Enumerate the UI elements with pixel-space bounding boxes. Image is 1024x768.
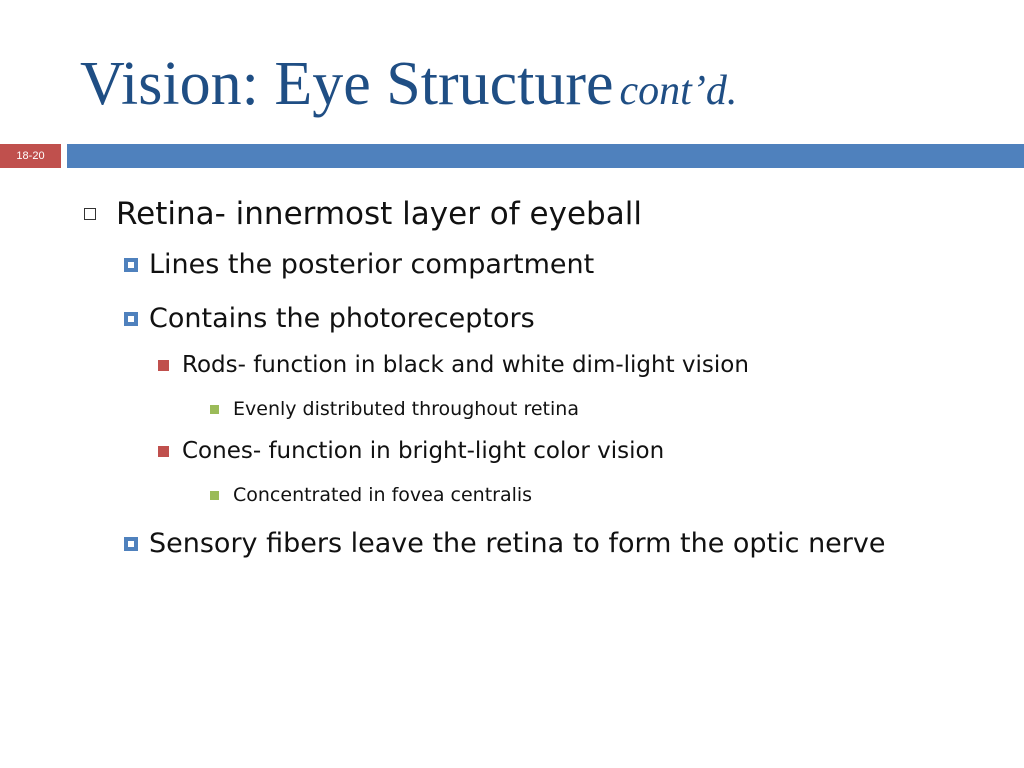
red-square-bullet-icon — [158, 359, 169, 371]
bullet-item-photoreceptors: Contains the photoreceptors — [124, 303, 535, 334]
bullet-item-rods: Rods- function in black and white dim-li… — [158, 352, 749, 378]
bullet-text: Sensory fibers leave the retina to form … — [149, 528, 886, 559]
bullet-text: Contains the photoreceptors — [149, 303, 535, 334]
green-square-bullet-icon — [210, 404, 219, 414]
blue-square-bullet-icon — [124, 257, 138, 272]
green-square-bullet-icon — [210, 490, 219, 500]
red-square-bullet-icon — [158, 445, 169, 457]
bullet-item-optic-nerve: Sensory fibers leave the retina to form … — [124, 528, 886, 559]
bullet-item-fovea: Concentrated in fovea centralis — [210, 484, 532, 506]
bullet-text: Cones- function in bright-light color vi… — [182, 438, 665, 464]
bullet-text: Rods- function in black and white dim-li… — [182, 352, 749, 378]
hollow-square-bullet-icon — [84, 208, 96, 220]
bullet-item-retina: Retina- innermost layer of eyeball — [84, 196, 642, 232]
bullet-text: Retina- innermost layer of eyeball — [116, 196, 642, 232]
slide-number-badge: 18-20 — [0, 144, 61, 168]
bullet-text: Lines the posterior compartment — [149, 249, 595, 280]
slide-title-main: Vision: Eye Structure — [80, 50, 614, 118]
slide-title-suffix: cont’d. — [619, 68, 738, 114]
blue-square-bullet-icon — [124, 536, 138, 551]
bullet-item-evenly-distributed: Evenly distributed throughout retina — [210, 398, 579, 420]
blue-square-bullet-icon — [124, 311, 138, 326]
bullet-item-cones: Cones- function in bright-light color vi… — [158, 438, 664, 464]
bullet-item-lines-posterior: Lines the posterior compartment — [124, 249, 594, 280]
bullet-text: Evenly distributed throughout retina — [233, 398, 579, 420]
title-divider-bar — [67, 144, 1024, 168]
bullet-text: Concentrated in fovea centralis — [233, 484, 533, 506]
